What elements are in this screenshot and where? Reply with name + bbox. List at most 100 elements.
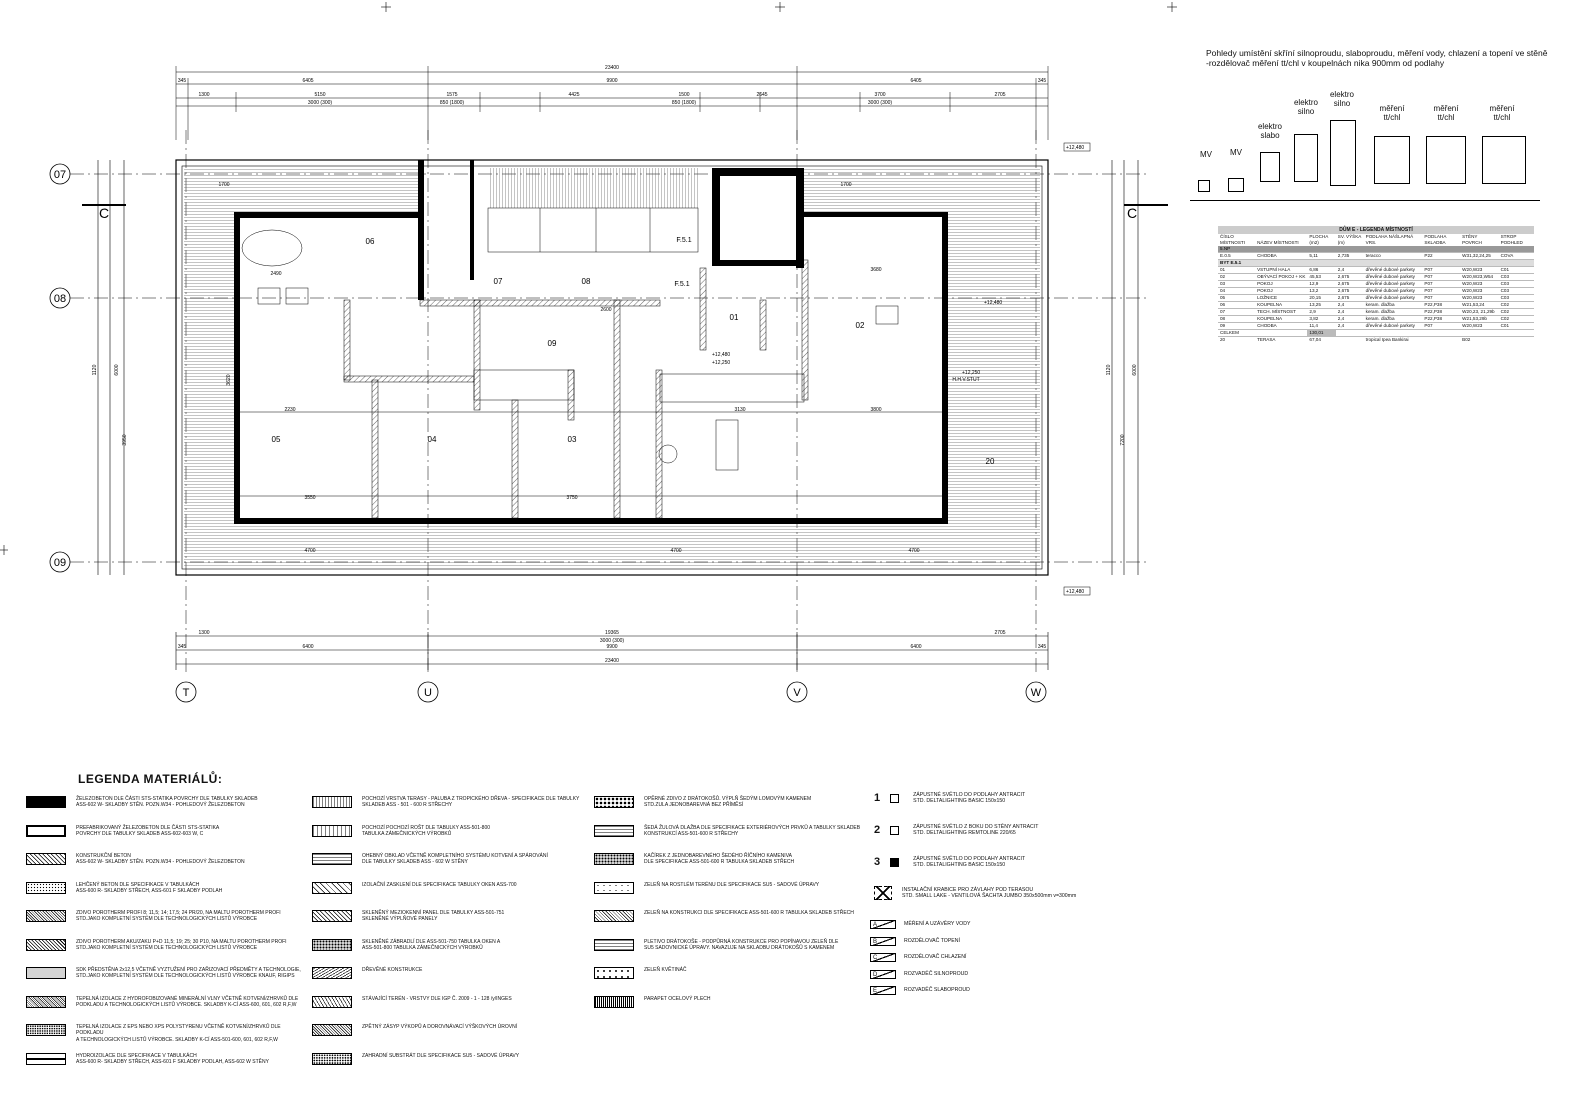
dim-bottom-mid2: 3000 (300) xyxy=(600,638,625,644)
material-swatch xyxy=(26,995,66,1008)
axis-label-08: 08 xyxy=(54,293,66,305)
material-swatch xyxy=(594,853,634,865)
room-table-cell xyxy=(1336,337,1364,344)
light-symbol-text: ZÁPUSTNÉ SVĚTLO DO PODLAHY ANTRACIT STD.… xyxy=(913,856,1026,869)
light-symbol-number: 2 xyxy=(874,824,881,837)
room-table-floor: 5.NP xyxy=(1220,246,1231,251)
room-table-cell: C03 xyxy=(1500,274,1510,279)
dim-top-c: 6405 xyxy=(910,78,921,84)
room-table-cell: W20,W23 xyxy=(1462,281,1483,286)
material-text: ZDIVO POROTHERM AKU/ZAKU P+D 11,5; 19; 2… xyxy=(76,938,287,951)
dim-top2-1: 5150 xyxy=(314,92,325,98)
material-text: ZELEŇ NA ROSTLÉM TERÉNU DLE SPECIFIKACE … xyxy=(644,881,820,888)
room-table-cell: P07 xyxy=(1424,281,1433,286)
room-table: DŮM E - LEGENDA MÍSTNOSTÍ ČÍSLO MÍSTNOST… xyxy=(1218,226,1534,343)
dim-top-s1: 345 xyxy=(178,78,187,84)
dim-bottom-s1: 345 xyxy=(178,644,187,650)
room-table-cell: 130,01 xyxy=(1307,329,1336,337)
room-table-cell: C01 xyxy=(1500,323,1510,328)
cabinet-note: Pohledy umístění skříní silnoproudu, sla… xyxy=(1206,48,1584,68)
light-icon xyxy=(890,793,900,803)
materials-column-1: ŽELEZOBETON DLE ČÁSTI STS-STATIKA POVRCH… xyxy=(26,796,306,1096)
dim-top2-0: 1300 xyxy=(198,92,209,98)
level-marker-6: +12,250 xyxy=(712,360,730,366)
floor-line xyxy=(1190,200,1540,201)
room-table-cell: COVA xyxy=(1500,253,1514,258)
room-table-cell xyxy=(1499,337,1534,344)
dim-top2-4: 1500 xyxy=(678,92,689,98)
room-table-cell xyxy=(1364,260,1423,267)
room-table-cell: 2,4 xyxy=(1337,267,1345,272)
dim-bottom-r: 2705 xyxy=(994,630,1005,636)
material-text: PREFABRIKOVANÝ ŽELEZOBETON DLE ČÁSTI STS… xyxy=(76,824,220,837)
room-table-cell: BYT E.5.1 xyxy=(1220,260,1242,265)
material-text: ZDIVO POROTHERM PROFI 8; 11,5; 14; 17,5;… xyxy=(76,910,281,923)
material-legend-item: TEPELNÁ IZOLACE Z HYDROFOBIZOVANÉ MINERÁ… xyxy=(26,995,306,1009)
room-table-header-cell: SV. VÝŠKA (m) xyxy=(1337,234,1362,245)
axis-label-v: V xyxy=(793,687,801,699)
material-swatch xyxy=(312,995,352,1008)
room-table-cell: E.0.5 xyxy=(1220,253,1231,258)
material-swatch xyxy=(26,853,66,865)
room-table-cell: dřevěné dubové parkety xyxy=(1365,288,1415,293)
room-table-cell: 11,4 xyxy=(1309,323,1318,328)
material-swatch xyxy=(312,1052,352,1065)
material-text: POCHOZÍ POCHOZÍ ROŠT DLE TABULKY ASS-501… xyxy=(362,824,491,837)
dim-2230: 2230 xyxy=(284,407,295,413)
distribution-symbol-text: MĚŘENÍ A UZÁVĚRY VODY xyxy=(904,921,971,928)
cabinet-box xyxy=(1228,178,1244,192)
dim-top3-3: 3000 (300) xyxy=(868,100,893,106)
room-table-cell: 03 xyxy=(1220,281,1226,286)
material-text: OHEBNÝ OBKLAD VČETNĚ KOMPLETNÍHO SYSTÉMU… xyxy=(362,853,548,866)
room-table-cell: W20,W23 xyxy=(1462,323,1483,328)
room-table-cell: P07 xyxy=(1424,288,1433,293)
material-swatch xyxy=(594,881,634,894)
room-table-cell: 12,9 xyxy=(1309,281,1319,286)
material-text: OPĚRNÉ ZDIVO Z DRÁTOKOŠŮ. VÝPLŇ ŠEDÝM LO… xyxy=(644,796,812,809)
room-table-cell: keram. dlažba xyxy=(1365,302,1395,307)
room-table-cell: TECH. MÍSTNOST xyxy=(1257,309,1296,314)
light-icon xyxy=(890,857,900,867)
room-table-cell: 04 xyxy=(1220,288,1226,293)
room-table-cell: 08 xyxy=(1220,316,1226,321)
cabinet-label: měření tt/chl xyxy=(1379,104,1405,122)
room-label-06: 06 xyxy=(366,237,375,246)
room-label-09: 09 xyxy=(548,339,557,348)
material-legend-item: ZPĚTNÝ ZÁSYP VÝKOPŮ A DOROVNÁVACÍ VÝŠKOV… xyxy=(312,1024,592,1036)
cabinet-label: elektro slabo xyxy=(1257,122,1282,140)
material-swatch xyxy=(594,938,634,951)
room-table-cell: C03 xyxy=(1500,281,1510,286)
label-f51-a: F.5.1 xyxy=(676,237,691,244)
room-table-cell xyxy=(1255,330,1307,337)
room-table-cell: W20,W23 xyxy=(1462,295,1483,300)
dim-top-b: 9900 xyxy=(606,78,617,84)
room-table-cell: dřevěné dubové parkety xyxy=(1365,323,1415,328)
room-table-cell: B02 xyxy=(1462,337,1471,342)
room-table-cell: 06 xyxy=(1220,302,1226,307)
cabinet-elevations: MV MV elektro slabo elektro silno elektr… xyxy=(1190,86,1540,206)
light-symbol-text: ZÁPUSTNÉ SVĚTLO Z BOKU DO STĚNY ANTRACIT… xyxy=(913,824,1039,837)
distribution-icon: A xyxy=(870,920,896,929)
material-text: DŘEVĚNÉ KONSTRUKCE xyxy=(362,967,423,973)
cabinet-label: elektro silno xyxy=(1293,98,1318,116)
room-table-cell: 2,4 xyxy=(1337,302,1345,307)
level-marker-2: +12,480 xyxy=(1066,589,1084,595)
material-text: KONSTRUKČNÍ BETON ASS-602 W- SKLADBY STĚ… xyxy=(76,853,245,866)
materials-column-3: OPĚRNÉ ZDIVO Z DRÁTOKOŠŮ. VÝPLŇ ŠEDÝM LO… xyxy=(594,796,874,1096)
material-legend-item: PLETIVO DRÁTOKOŠE - PODPŮRNÁ KONSTRUKCE … xyxy=(594,938,874,952)
room-table-cell: OBÝVACÍ POKOJ + KK xyxy=(1257,274,1306,279)
distribution-symbol-key: C xyxy=(873,955,878,961)
material-swatch xyxy=(312,1024,352,1036)
room-table-cell: POKOJ xyxy=(1257,281,1273,286)
dim-3800: 3800 xyxy=(870,407,881,413)
material-legend-item: LEHČENÝ BETON DLE SPECIFIKACE V TABULKÁC… xyxy=(26,881,306,895)
room-table-cell: 3,82 xyxy=(1309,316,1319,321)
distribution-symbol-text: ROZVADĚČ SILNOPROUD xyxy=(904,970,969,977)
room-table-cell: P22,P38 xyxy=(1424,316,1443,321)
